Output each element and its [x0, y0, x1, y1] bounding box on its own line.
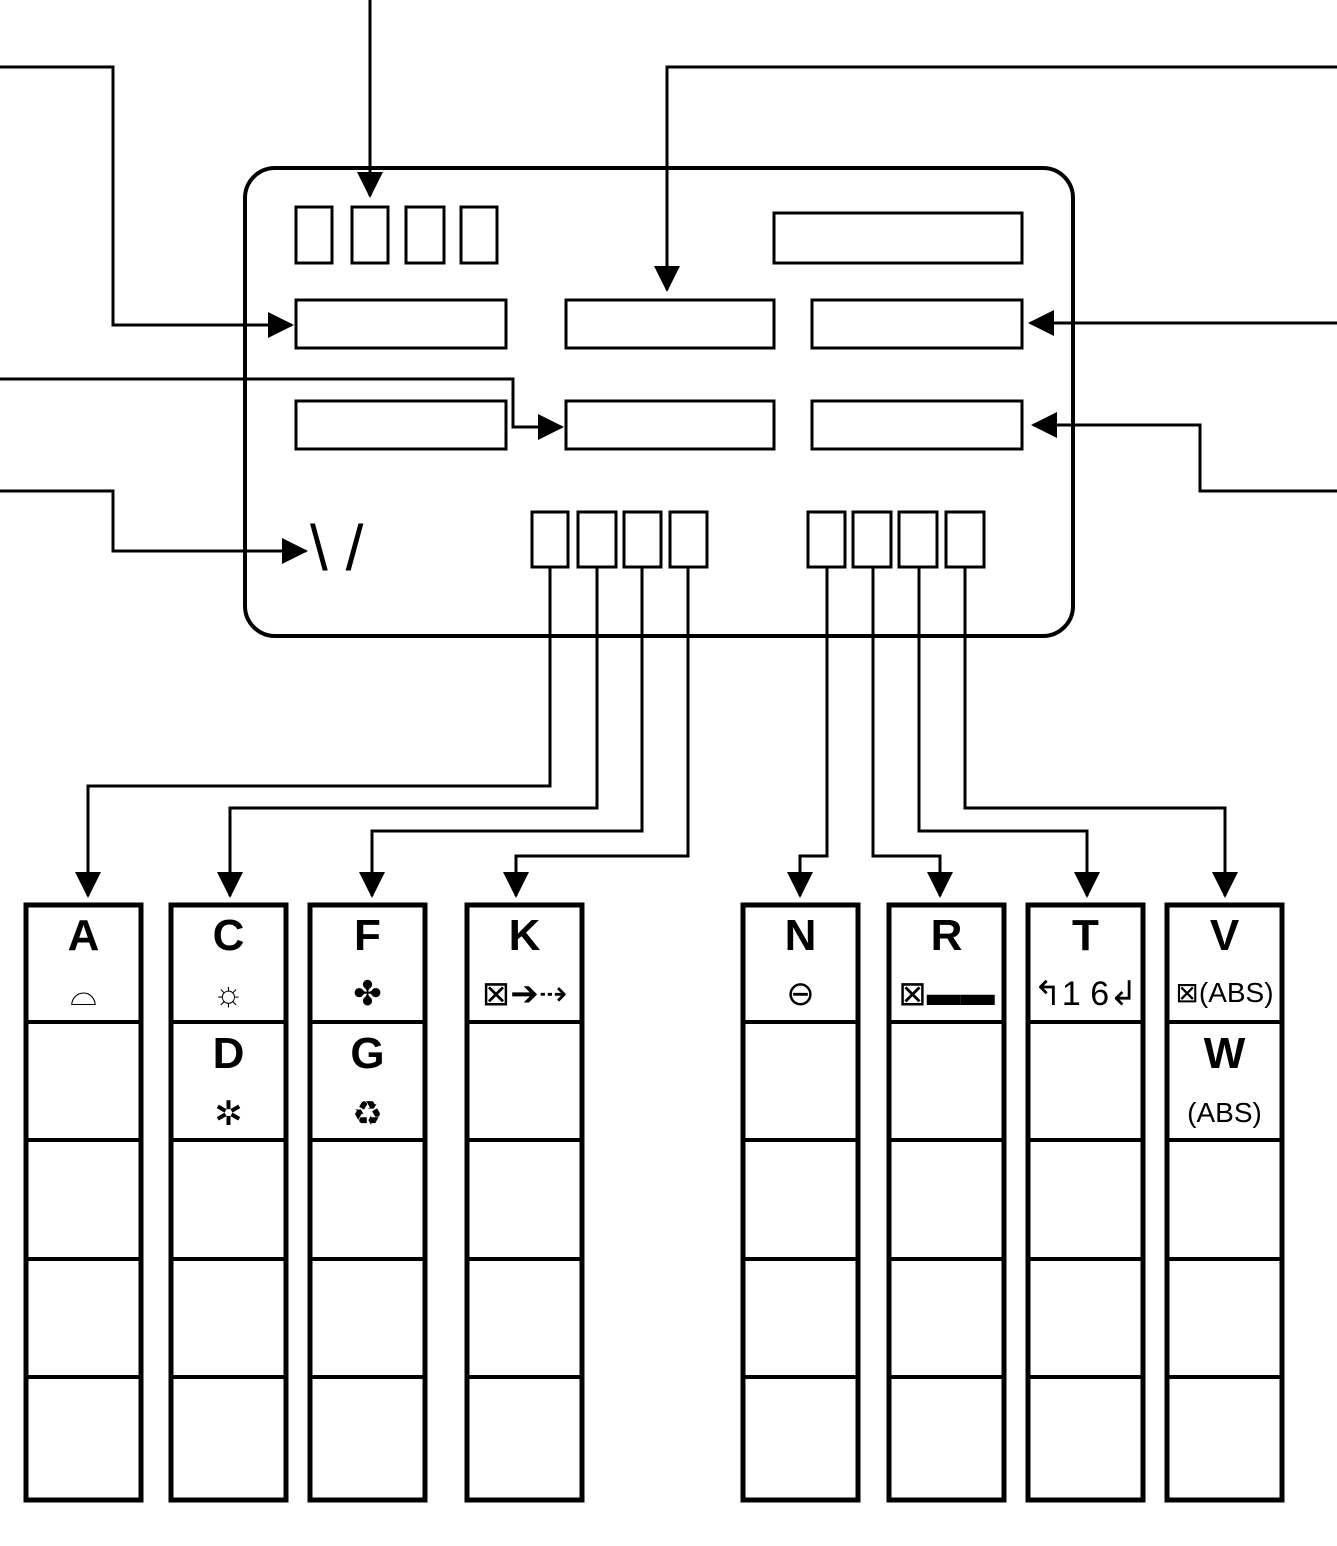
field-top-right — [772, 211, 1024, 265]
field-row1-left — [294, 298, 508, 350]
small-box — [530, 510, 570, 569]
column-frame — [1164, 902, 1285, 1503]
column-v: V ⊠(ABS) W (ABS) — [1164, 902, 1285, 1503]
small-box — [576, 510, 618, 569]
leader-line — [654, 65, 1337, 292]
column-second-symbol-text: (ABS) — [1187, 1097, 1262, 1128]
column-frame — [464, 902, 585, 1503]
connector-line — [917, 567, 1100, 898]
connector-line — [963, 567, 1238, 898]
column-a: A⌓ — [23, 902, 144, 1503]
connector-line — [75, 567, 552, 898]
small-box — [459, 205, 499, 265]
converging-arrows-icon: ✲ — [214, 1095, 243, 1133]
bottom-small-boxes — [530, 510, 986, 569]
sun-lamp-icon: ☼ — [213, 975, 244, 1013]
small-box — [294, 205, 334, 265]
leader-line — [1031, 412, 1337, 493]
recirculation-icon: ♻ — [352, 1095, 382, 1133]
field-row2-mid — [564, 399, 776, 451]
slash-display: \ / — [310, 512, 364, 584]
column-letter: R — [931, 911, 963, 960]
leader-lines — [0, 0, 1337, 564]
column-second-letter: G — [350, 1029, 384, 1078]
small-box — [897, 510, 939, 569]
leader-line — [0, 489, 308, 564]
connector-line — [503, 567, 690, 898]
top-small-boxes — [294, 205, 499, 265]
column-c: C ☼ D ✲ — [168, 902, 289, 1503]
small-box — [350, 205, 390, 265]
column-frame — [886, 902, 1007, 1503]
connector-line — [217, 567, 599, 898]
connector-fault-icon: ⊠➔⇢ — [482, 975, 567, 1013]
field-row2-left — [294, 399, 508, 451]
column-letter: T — [1072, 911, 1099, 960]
small-box — [622, 510, 663, 569]
column-letter: N — [785, 911, 817, 960]
column-frame — [740, 902, 861, 1503]
column-f: F ✤ G ♻ — [307, 902, 428, 1503]
column-t: T ↰1 6↲ — [1025, 902, 1146, 1503]
column-frame — [1025, 902, 1146, 1503]
column-frame — [307, 902, 428, 1503]
cable-plug-fault-icon: ⊠▬▬ — [898, 975, 995, 1013]
small-box — [851, 510, 893, 569]
column-r: R ⊠▬▬ — [886, 902, 1007, 1503]
connector-line — [359, 567, 644, 898]
code-columns: A⌓C☼D✲F✤G♻K⊠➔⇢N⊖R⊠▬▬T↰1 6↲V⊠(ABS)W(ABS) — [23, 902, 1285, 1503]
field-row1-mid — [564, 298, 776, 350]
column-letter: K — [509, 911, 541, 960]
field-row2-right — [810, 399, 1024, 451]
column-frame — [168, 902, 289, 1503]
small-box — [404, 205, 446, 265]
column-n: N⊖ — [740, 902, 861, 1503]
leader-line — [0, 377, 564, 440]
column-letter: A — [68, 911, 100, 960]
small-box — [944, 510, 986, 569]
column-k: K ⊠➔⇢ — [464, 902, 585, 1503]
connector-line — [787, 567, 829, 898]
small-box — [806, 510, 847, 569]
turn-signal-icon: ↰1 6↲ — [1033, 975, 1137, 1013]
connector-line — [871, 567, 953, 898]
connector-lines — [75, 567, 1238, 898]
column-frame — [23, 902, 144, 1503]
display-fields — [294, 211, 1024, 451]
column-letter: C — [213, 911, 245, 960]
column-second-letter: D — [213, 1029, 245, 1078]
car-on-lift-icon: ⌓ — [70, 975, 97, 1013]
main-panel — [243, 166, 1075, 638]
field-row1-right — [810, 298, 1024, 350]
circle-minus-icon: ⊖ — [786, 975, 815, 1013]
small-box — [668, 510, 709, 569]
column-symbol-text: ⊠(ABS) — [1175, 977, 1273, 1008]
fan-icon: ✤ — [353, 975, 382, 1013]
column-letter: V — [1210, 911, 1240, 960]
leader-line — [0, 65, 294, 338]
column-letter: F — [354, 911, 381, 960]
column-second-letter: W — [1204, 1029, 1246, 1078]
